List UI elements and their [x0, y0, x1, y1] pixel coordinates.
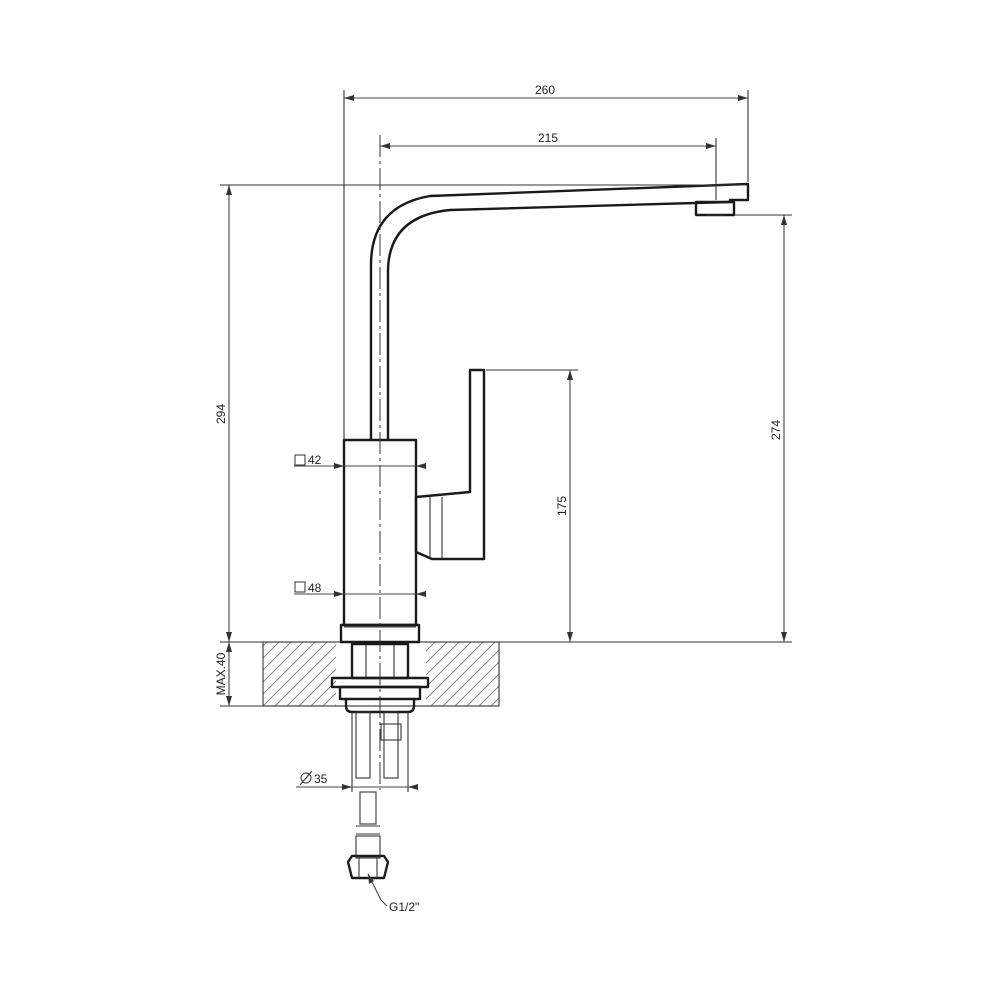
dim-lever-height: 175 — [555, 370, 573, 642]
connection-nut — [346, 854, 390, 880]
dim-spout-reach: 215 — [380, 131, 716, 149]
connection-pipe — [359, 791, 377, 825]
extension-lines — [220, 90, 792, 707]
body-square-top-label: 42 — [308, 453, 322, 467]
diameter-symbol-icon — [299, 770, 313, 786]
square-symbol-icon — [294, 454, 306, 466]
hole-diameter-label: 35 — [314, 772, 328, 786]
leader-connection-thread: G1/2" — [367, 873, 419, 914]
dim-body-square-bottom: 48 — [294, 581, 426, 597]
body-square-bottom-label: 48 — [308, 581, 322, 595]
hose-fitting — [380, 723, 402, 741]
total-reach-label: 260 — [535, 83, 555, 97]
max-counter-label: MAX.40 — [214, 652, 228, 695]
outlet-height-label: 274 — [769, 420, 783, 440]
dim-hole-diameter: 35 — [296, 712, 418, 792]
lever-height-label: 175 — [555, 496, 569, 516]
dim-total-height: 294 — [214, 185, 232, 642]
connection-thread-label: G1/2" — [389, 900, 419, 914]
countertop-section — [262, 641, 500, 707]
supply-connection — [346, 791, 390, 880]
supply-hose-right — [383, 711, 399, 779]
square-symbol-icon — [294, 581, 306, 593]
spout-reach-label: 215 — [538, 131, 558, 145]
dim-total-reach: 260 — [344, 83, 748, 101]
spout — [369, 182, 750, 440]
supply-hose-left — [355, 711, 371, 779]
dim-body-square-top: 42 — [294, 453, 426, 469]
dim-max-counter-thickness: MAX.40 — [214, 642, 232, 706]
lever-handle — [414, 368, 486, 561]
dim-outlet-height: 274 — [769, 215, 787, 642]
total-height-label: 294 — [214, 404, 228, 424]
